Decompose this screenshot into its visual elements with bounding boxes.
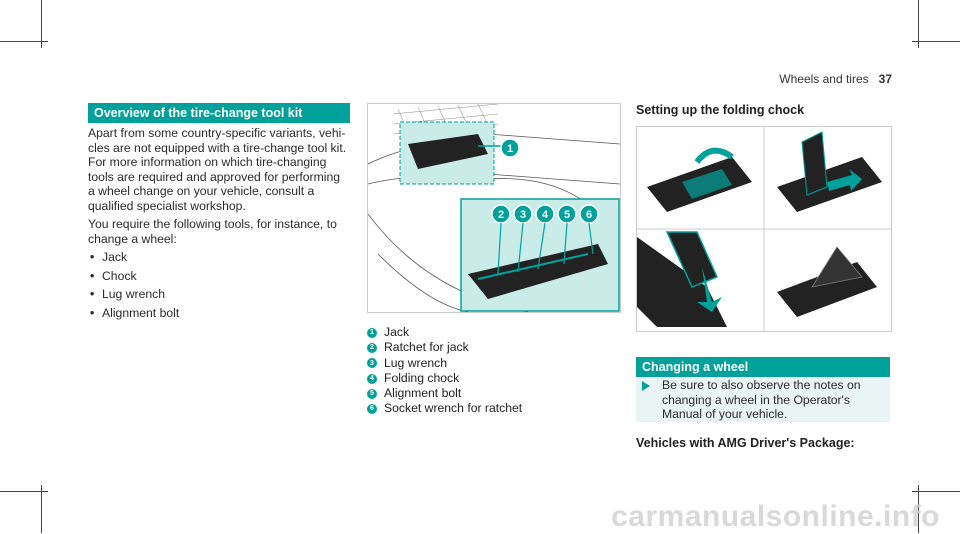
callout-number: 6 bbox=[367, 404, 377, 415]
svg-text:6: 6 bbox=[586, 209, 592, 221]
changing-heading-text: Changing a wheel bbox=[642, 360, 749, 374]
chock-heading: Setting up the folding chock bbox=[636, 103, 805, 117]
crop-mark bbox=[0, 491, 48, 492]
arrow-right-icon bbox=[642, 381, 650, 391]
legend-label: Lug wrench bbox=[384, 355, 448, 370]
figure-legend: 1 Jack 2 Ratchet for jack 3 Lug wrench 4 Fol… bbox=[367, 325, 522, 417]
legend-label: Socket wrench for ratchet bbox=[384, 401, 523, 416]
legend-label: Jack bbox=[384, 325, 410, 339]
callout-number: 1 bbox=[367, 327, 377, 338]
section-name: Wheels and tires bbox=[779, 72, 869, 86]
callout-group: 1 2 3 4 5 6 bbox=[491, 138, 599, 224]
callout-number: 3 bbox=[367, 358, 377, 369]
legend-item: 6 Socket wrench for ratchet bbox=[367, 401, 522, 416]
svg-text:2: 2 bbox=[498, 209, 504, 221]
crop-mark bbox=[918, 0, 919, 48]
svg-text:5: 5 bbox=[564, 209, 570, 221]
svg-text:3: 3 bbox=[520, 209, 526, 221]
tool-list: Jack Chock Lug wrench Alignment bolt bbox=[88, 250, 350, 320]
watermark: carmanualsonline.info bbox=[611, 500, 940, 533]
crop-mark bbox=[0, 41, 48, 42]
chock-drawing bbox=[637, 127, 891, 331]
list-item: Lug wrench bbox=[88, 287, 350, 302]
svg-text:4: 4 bbox=[542, 209, 549, 221]
note-box: Be sure to also observe the notes on cha… bbox=[636, 378, 890, 422]
list-item: Alignment bolt bbox=[88, 306, 350, 321]
callout-number: 5 bbox=[367, 388, 377, 399]
overview-heading-text: Overview of the tire-change tool kit bbox=[94, 106, 303, 120]
list-item: Chock bbox=[88, 269, 350, 284]
legend-label: Folding chock bbox=[384, 370, 460, 385]
crop-mark bbox=[918, 485, 919, 533]
chock-illustration bbox=[636, 126, 892, 332]
crop-mark bbox=[41, 0, 42, 48]
note-text: Be sure to also observe the notes on cha… bbox=[662, 378, 861, 421]
legend-item: 2 Ratchet for jack bbox=[367, 340, 522, 355]
tool-kit-drawing: 1 2 3 4 5 6 bbox=[368, 104, 620, 312]
legend-item: 1 Jack bbox=[367, 325, 522, 340]
legend-label: Ratchet for jack bbox=[384, 340, 469, 355]
changing-heading: Changing a wheel bbox=[636, 357, 890, 377]
crop-mark bbox=[912, 41, 960, 42]
list-item: Jack bbox=[88, 250, 350, 265]
crop-mark bbox=[41, 485, 42, 533]
callout-number: 4 bbox=[367, 373, 377, 384]
tool-kit-illustration: 1 2 3 4 5 6 bbox=[367, 103, 621, 313]
legend-item: 3 Lug wrench bbox=[367, 356, 522, 371]
overview-paragraph: You require the following tools, for ins… bbox=[88, 217, 337, 246]
legend-label: Alignment bolt bbox=[384, 386, 462, 401]
running-header: Wheels and tires 37 bbox=[779, 72, 892, 86]
amg-subheading: Vehicles with AMG Driver's Package: bbox=[636, 436, 855, 450]
page-number: 37 bbox=[878, 72, 892, 86]
svg-text:1: 1 bbox=[507, 143, 513, 155]
legend-item: 5 Alignment bolt bbox=[367, 386, 522, 401]
callout-number: 2 bbox=[367, 342, 377, 353]
overview-paragraph: Apart from some country-specific variant… bbox=[88, 126, 347, 213]
legend-item: 4 Folding chock bbox=[367, 371, 522, 386]
overview-heading: Overview of the tire-change tool kit bbox=[88, 103, 350, 123]
crop-mark bbox=[912, 491, 960, 492]
overview-body: Apart from some country-specific variant… bbox=[88, 126, 350, 324]
